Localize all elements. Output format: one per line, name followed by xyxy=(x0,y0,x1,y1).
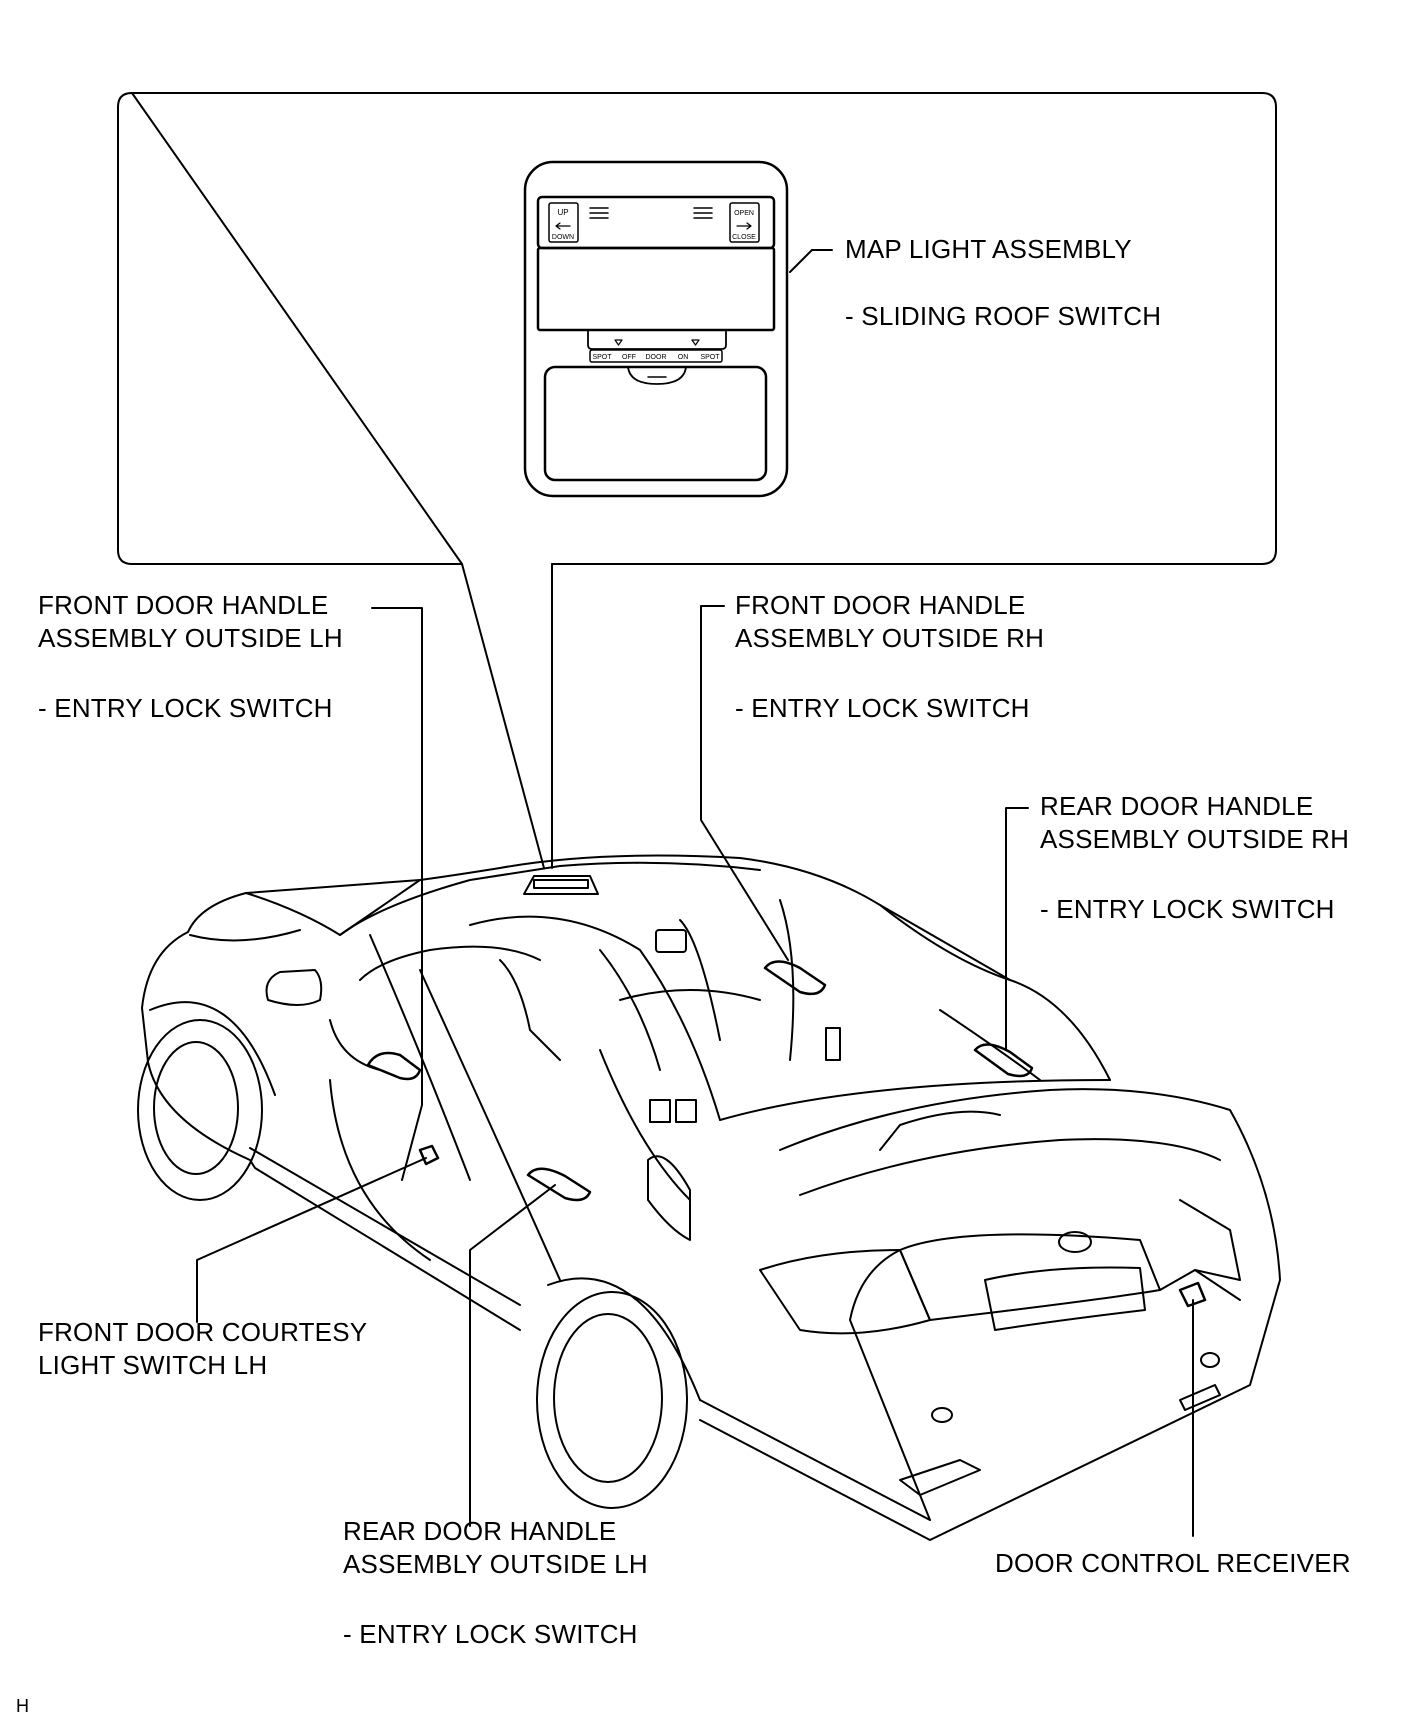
leader-front-lh xyxy=(371,607,423,1181)
front-rh-sub: - ENTRY LOCK SWITCH xyxy=(735,693,1030,723)
map-light-close-text: CLOSE xyxy=(732,234,756,241)
front-lh-line2: ASSEMBLY OUTSIDE LH xyxy=(38,623,343,653)
rear-rh-line2: ASSEMBLY OUTSIDE RH xyxy=(1040,824,1350,854)
front-lh-handle-label: FRONT DOOR HANDLE ASSEMBLY OUTSIDE LH xyxy=(38,589,343,655)
map-light-leader-line xyxy=(789,249,813,273)
rear-rh-sub: - ENTRY LOCK SWITCH xyxy=(1040,894,1335,924)
map-light-mode-5: SPOT xyxy=(700,354,720,361)
front-rh-switch-label: - ENTRY LOCK SWITCH xyxy=(735,692,1030,725)
receiver-text: DOOR CONTROL RECEIVER xyxy=(995,1548,1351,1578)
map-light-mode-3: DOOR xyxy=(646,354,667,361)
courtesy-switch-label: FRONT DOOR COURTESY LIGHT SWITCH LH xyxy=(38,1316,367,1382)
rear-wheel xyxy=(536,1291,688,1509)
map-light-arrow-icons xyxy=(555,222,752,230)
map-light-mode-4: ON xyxy=(678,354,689,361)
front-rh-handle-label: FRONT DOOR HANDLE ASSEMBLY OUTSIDE RH xyxy=(735,589,1044,655)
rear-rh-handle-label: REAR DOOR HANDLE ASSEMBLY OUTSIDE RH xyxy=(1040,790,1349,856)
rear-lh-switch-label: - ENTRY LOCK SWITCH xyxy=(343,1618,638,1651)
leader-rear-rh xyxy=(1005,807,1029,1051)
map-light-title: MAP LIGHT ASSEMBLY xyxy=(845,234,1132,264)
map-light-open-text: OPEN xyxy=(734,210,754,217)
detail-callout-box xyxy=(117,92,1277,565)
map-light-down-text: DOWN xyxy=(552,234,574,241)
front-lh-sub: - ENTRY LOCK SWITCH xyxy=(38,693,333,723)
sliding-roof-switch-label: - SLIDING ROOF SWITCH xyxy=(845,300,1161,333)
leader-courtesy xyxy=(196,1157,427,1323)
front-rh-line1: FRONT DOOR HANDLE xyxy=(735,590,1026,620)
map-light-label: MAP LIGHT ASSEMBLY xyxy=(845,233,1132,266)
rear-rh-switch-label: - ENTRY LOCK SWITCH xyxy=(1040,893,1335,926)
leader-rear-lh xyxy=(469,1184,556,1527)
rear-rh-handle-marker xyxy=(973,1043,1034,1078)
figure-code: H xyxy=(16,1696,29,1716)
rear-lh-handle-label: REAR DOOR HANDLE ASSEMBLY OUTSIDE LH xyxy=(343,1515,648,1581)
front-wheel xyxy=(137,1019,263,1201)
rear-lh-sub: - ENTRY LOCK SWITCH xyxy=(343,1619,638,1649)
car-body xyxy=(137,854,1281,1541)
courtesy-switch-marker xyxy=(418,1144,440,1166)
courtesy-line2: LIGHT SWITCH LH xyxy=(38,1350,268,1380)
rear-lh-handle-marker xyxy=(526,1167,592,1202)
map-light-button-text: UP DOWN OPEN CLOSE SPOT OFF DOOR ON SPOT xyxy=(552,208,756,361)
map-light-assembly-detail xyxy=(523,160,789,498)
front-rh-line2: ASSEMBLY OUTSIDE RH xyxy=(735,623,1045,653)
callout-pointer-a xyxy=(461,563,545,869)
receiver-marker xyxy=(1178,1281,1207,1308)
sliding-roof-switch-text: - SLIDING ROOF SWITCH xyxy=(845,301,1162,331)
map-light-mode-2: OFF xyxy=(622,354,636,361)
front-lh-line1: FRONT DOOR HANDLE xyxy=(38,590,329,620)
rear-rh-line1: REAR DOOR HANDLE xyxy=(1040,791,1314,821)
leader-lines xyxy=(196,605,1194,1537)
rear-lh-line2: ASSEMBLY OUTSIDE LH xyxy=(343,1549,648,1579)
map-light-mode-1: SPOT xyxy=(592,354,612,361)
rear-lh-line1: REAR DOOR HANDLE xyxy=(343,1516,617,1546)
leader-front-rh xyxy=(700,605,789,961)
courtesy-line1: FRONT DOOR COURTESY xyxy=(38,1317,368,1347)
front-lh-switch-label: - ENTRY LOCK SWITCH xyxy=(38,692,333,725)
door-control-receiver-label: DOOR CONTROL RECEIVER xyxy=(995,1547,1351,1580)
front-lh-handle-marker xyxy=(366,1051,422,1081)
map-light-up-text: UP xyxy=(557,208,568,217)
front-rh-handle-marker xyxy=(763,960,827,996)
